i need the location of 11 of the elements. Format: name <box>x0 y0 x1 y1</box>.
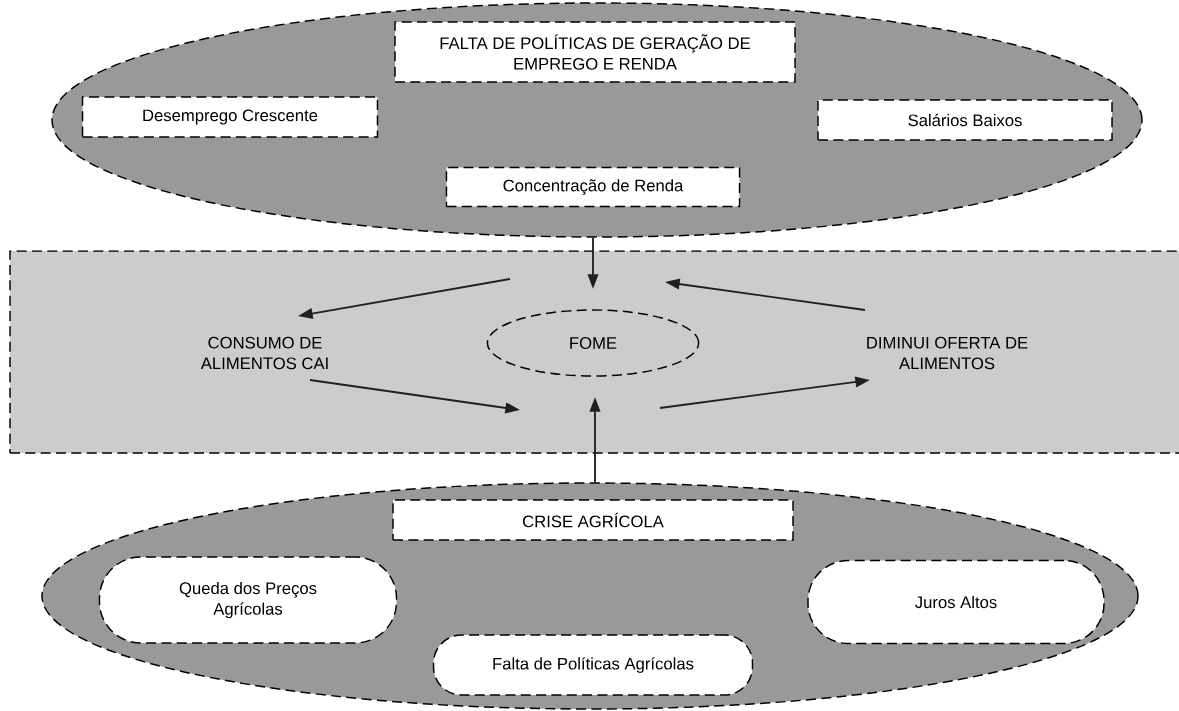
band-background <box>9 250 1179 454</box>
heading-box: FALTA DE POLÍTICAS DE GERAÇÃO DE EMPREGO E RENDA <box>394 21 796 83</box>
heading-box: CRISE AGRÍCOLA <box>392 499 794 541</box>
effect-label: DIMINUI OFERTA DE ALIMENTOS <box>867 336 1028 370</box>
cause-pill: Queda dos Preços Agrícolas <box>98 556 398 644</box>
cause-pill: Juros Altos <box>807 559 1105 645</box>
cause-box: Desemprego Crescente <box>81 96 379 138</box>
cause-pill: Falta de Políticas Agrícolas <box>432 634 754 696</box>
cause-box: Salários Baixos <box>817 99 1113 141</box>
cause-box: Concentração de Renda <box>445 166 741 208</box>
effect-label: CONSUMO DE ALIMENTOS CAI <box>200 336 328 370</box>
